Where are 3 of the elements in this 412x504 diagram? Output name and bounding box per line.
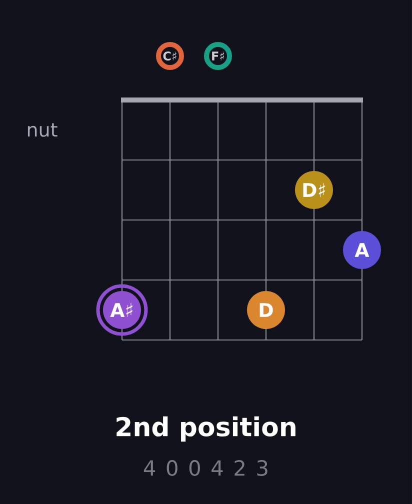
fingering-numbers: 4 0 0 4 2 3 [144,460,268,476]
side-label: nut [28,123,58,137]
title: 2nd position [116,416,296,442]
